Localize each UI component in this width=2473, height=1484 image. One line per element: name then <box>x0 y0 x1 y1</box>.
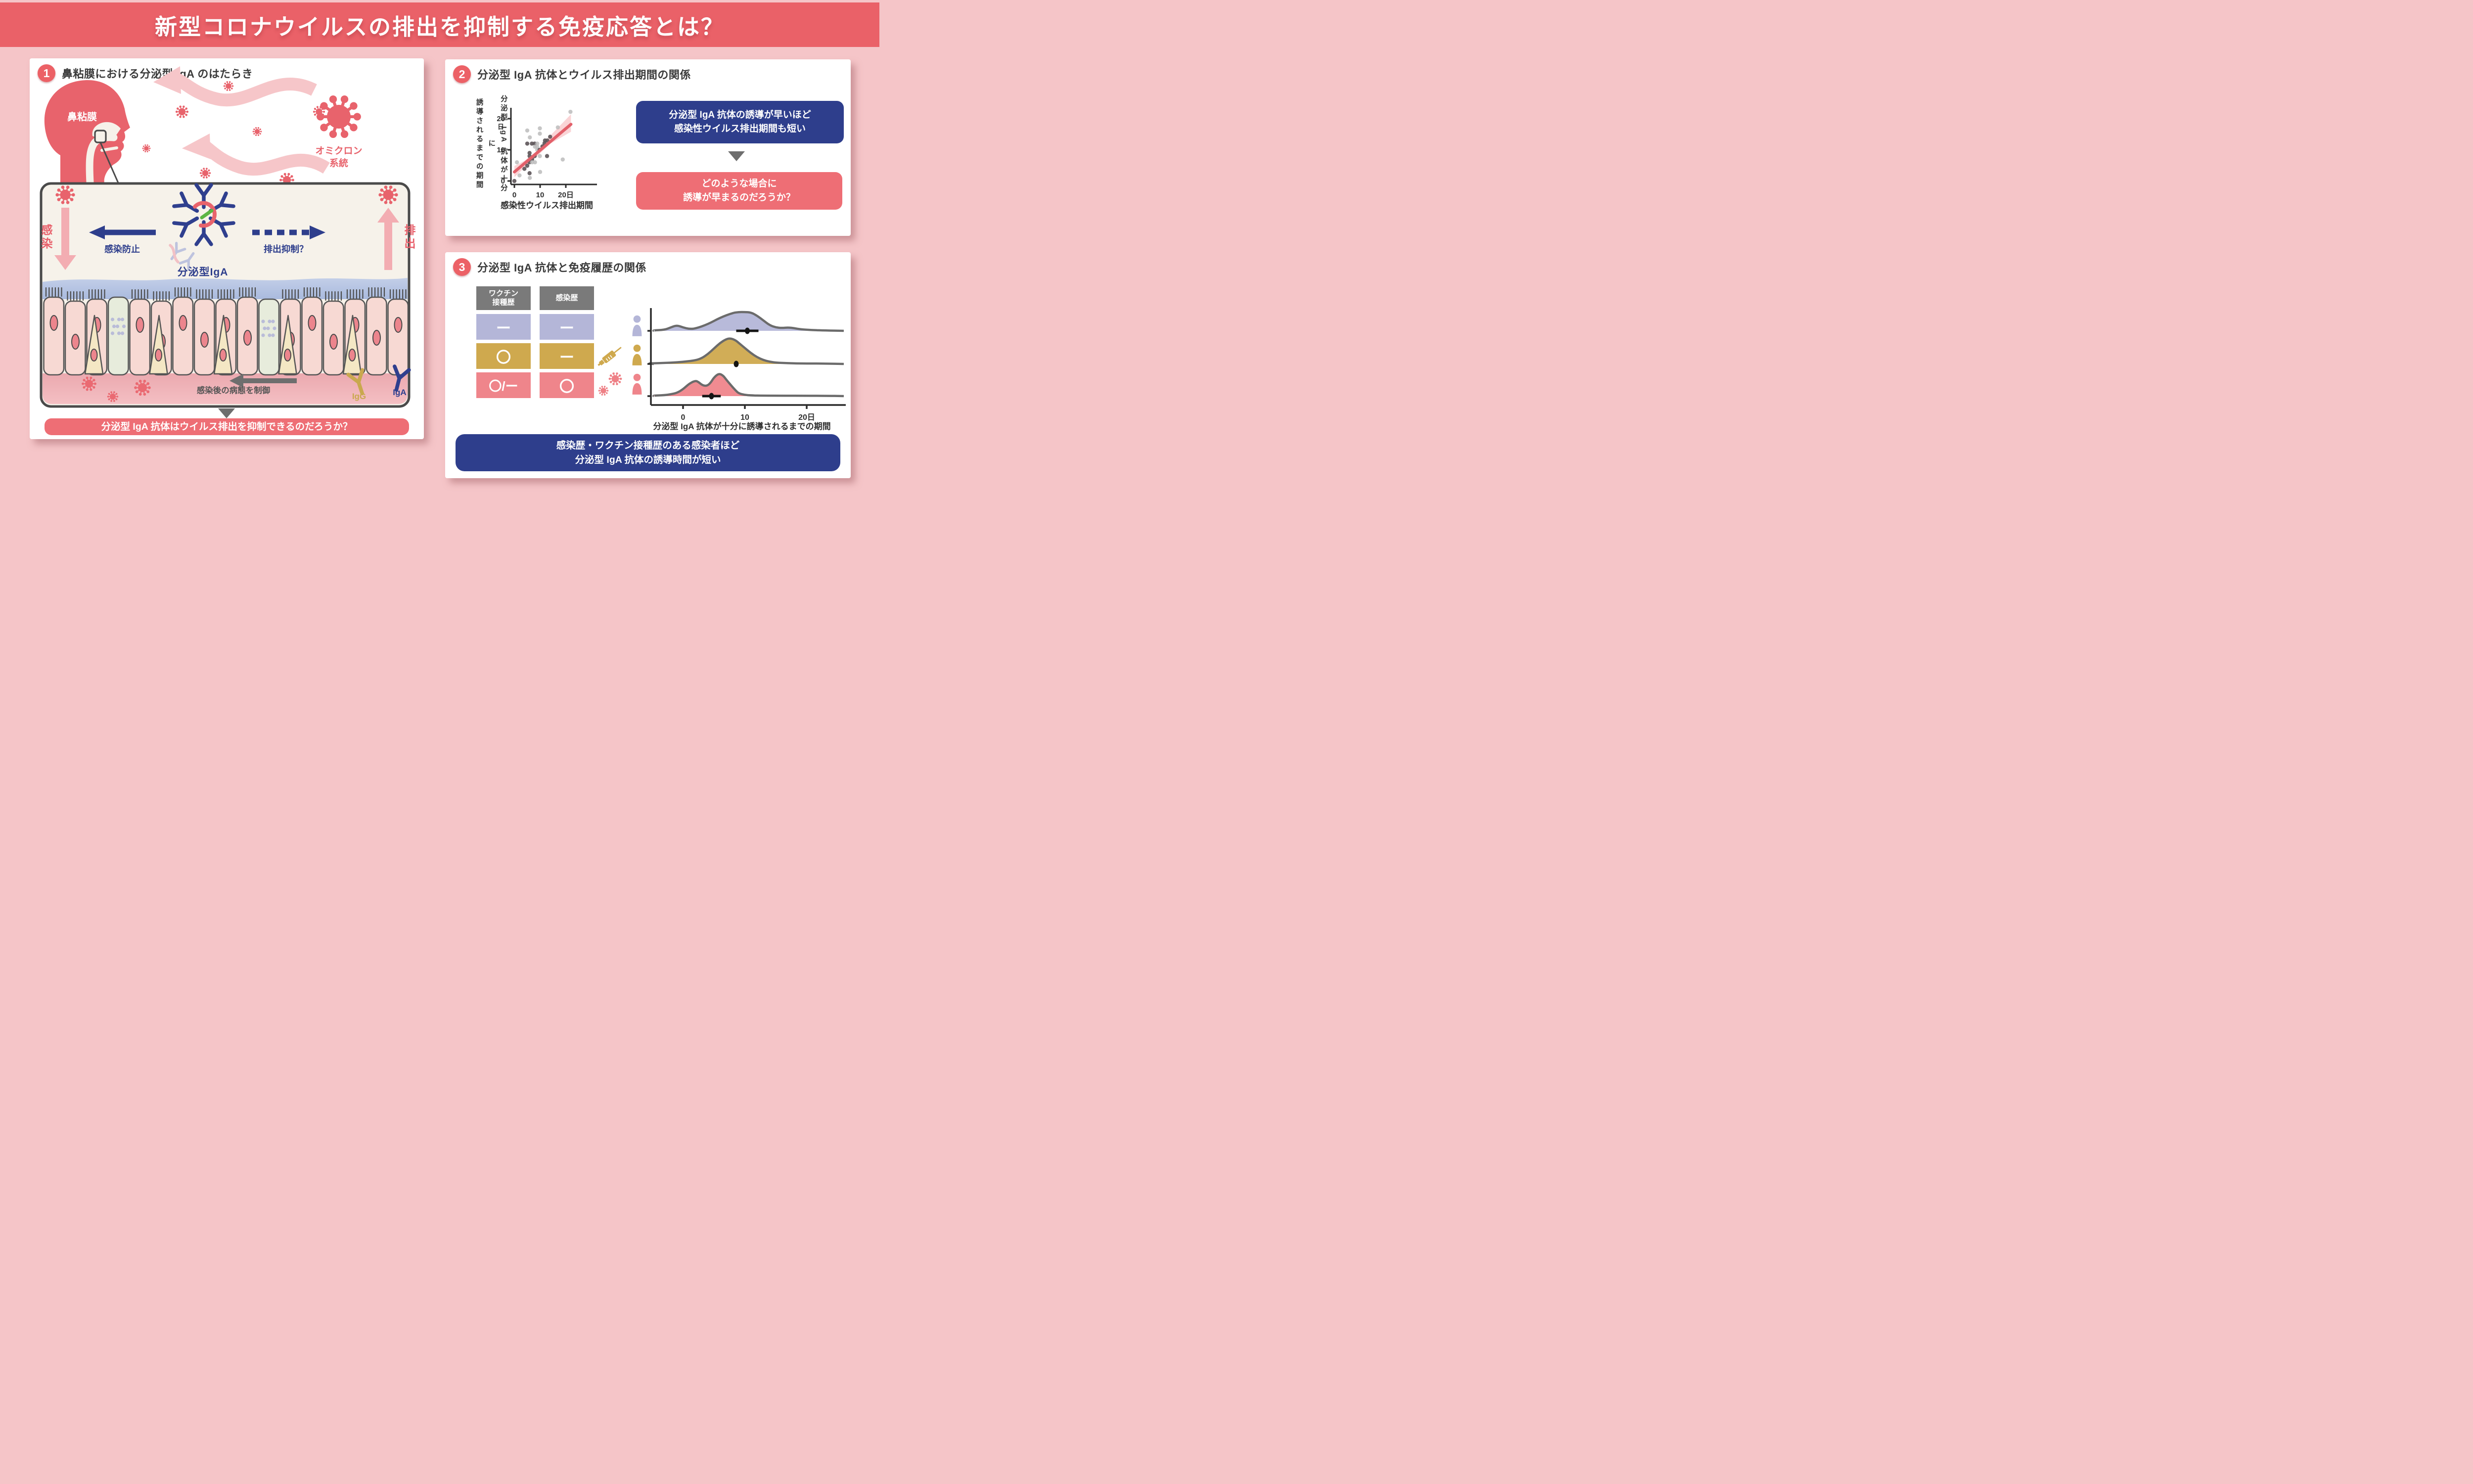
epithelium-cells <box>43 287 409 376</box>
panel2-question-box: どのような場合に 誘導が早まるのだろうか？ <box>636 172 842 210</box>
main-title: 新型コロナウイルスの排出を抑制する免疫応答とは？ <box>154 14 725 40</box>
post-infection-control-label: 感染後の病態を制御 <box>196 386 271 395</box>
finding-line1: 分泌型 IgA 抗体の誘導が早いほど <box>669 110 811 121</box>
faded-iga-icon <box>168 243 198 270</box>
panel1-down-triangle <box>218 408 235 418</box>
svg-text:0: 0 <box>501 177 505 185</box>
panel-iga-vs-immune-history: 3 分泌型 IgA 抗体と免疫履歴の関係 ワクチン 接種歴 感染歴 ー ー 〇 … <box>445 252 851 478</box>
shedding-label: 排出 <box>403 224 415 251</box>
svg-text:20日: 20日 <box>558 191 574 199</box>
panel-nasal-iga: 1 鼻粘膜における分泌型 IgA のはたらき <box>30 58 424 439</box>
density-ridge <box>652 311 844 332</box>
table-row1-infection-cell: ー <box>540 314 594 340</box>
swoosh-arrowhead-top <box>153 66 181 94</box>
zoom-leader-line <box>99 142 120 184</box>
svg-text:20: 20 <box>497 115 505 123</box>
panel1-heading: 鼻粘膜における分泌型 IgA のはたらき <box>62 68 253 80</box>
person-vaccinated-icon <box>632 344 642 365</box>
title-bar: 新型コロナウイルスの排出を抑制する免疫応答とは？ <box>0 2 879 47</box>
omicron-label-line1: オミクロン <box>315 146 363 156</box>
table-row3-vaccine-cell: 〇/ー <box>476 372 531 398</box>
table-row3-infection-cell: 〇 <box>540 372 594 398</box>
density-ridge <box>652 373 844 398</box>
panel1-number-badge: 1 <box>38 64 55 82</box>
ridge-x-axis-label: 分泌型 IgA 抗体が十分に誘導されるまでの期間 <box>653 422 831 431</box>
infection-virus-icons <box>598 372 623 396</box>
mucosa-zoom-box <box>40 182 409 408</box>
finding-line2: 感染性ウイルス排出期間も短い <box>674 124 806 134</box>
iga-induction-ridgeline-plot: 0 10 20日 <box>647 308 846 422</box>
panel3-conclusion-banner: 感染歴・ワクチン接種歴のある感染者ほど 分泌型 IgA 抗体の誘導時間が短い <box>456 434 840 471</box>
svg-text:0: 0 <box>512 191 516 199</box>
question-line1: どのような場合に <box>701 179 777 189</box>
svg-text:日: 日 <box>498 123 504 131</box>
shedding-up-arrow <box>377 208 399 270</box>
panel-iga-vs-shedding: 2 分泌型 IgA 抗体とウイルス排出期間の関係 分泌型 IgA 抗体が十分に … <box>445 59 851 236</box>
table-row2-vaccine-cell: 〇 <box>476 343 531 369</box>
panel3-number-badge: 3 <box>453 258 471 276</box>
density-ridge <box>648 337 844 365</box>
person-infected-icon <box>632 373 642 395</box>
scatter-y-axis-label: 分泌型 IgA 抗体が十分に 誘導されるまでの期間 <box>475 95 507 193</box>
igg-label: IgG <box>352 392 366 401</box>
svg-text:20日: 20日 <box>798 413 815 422</box>
shedding-suppression-label: 排出抑制？ <box>264 244 308 254</box>
column-header-infection-history: 感染歴 <box>540 286 594 310</box>
svg-text:10: 10 <box>497 146 505 154</box>
person-naive-icon <box>632 315 642 336</box>
infection-down-arrow <box>54 208 76 270</box>
panel2-header: 2 分泌型 IgA 抗体とウイルス排出期間の関係 <box>453 65 691 83</box>
panel1-header: 1 鼻粘膜における分泌型 IgA のはたらき <box>38 64 253 82</box>
trend-line <box>513 123 573 174</box>
question-line2: 誘導が早まるのだろうか？ <box>683 192 795 203</box>
panel3-header: 3 分泌型 IgA 抗体と免疫履歴の関係 <box>453 258 646 276</box>
immune-history-icons <box>595 315 642 396</box>
nasal-mucosa-label: 鼻粘膜 <box>67 112 97 123</box>
median-dot <box>733 360 739 367</box>
svg-text:0: 0 <box>681 413 686 422</box>
panel2-finding-box: 分泌型 IgA 抗体の誘導が早いほど 感染性ウイルス排出期間も短い <box>636 101 844 143</box>
column-header-vaccine-history: ワクチン 接種歴 <box>476 286 531 310</box>
infection-label: 感染 <box>40 224 52 251</box>
omicron-label-line2: 系統 <box>329 158 348 169</box>
iga-label: IgA <box>393 388 407 397</box>
table-row1-vaccine-cell: ー <box>476 314 531 340</box>
scatter-x-axis-label: 感染性ウイルス排出期間 <box>501 200 593 210</box>
table-row2-infection-cell: ー <box>540 343 594 369</box>
panel2-down-triangle <box>728 151 745 161</box>
conclusion-line1: 感染歴・ワクチン接種歴のある感染者ほど <box>556 440 740 451</box>
secretory-iga-label: 分泌型IgA <box>177 267 229 278</box>
median-dot <box>709 393 714 400</box>
secretory-iga-complex-icon <box>174 185 233 244</box>
tissue-layer <box>43 373 408 404</box>
median-dot <box>745 327 750 334</box>
infection-prevention-label: 感染防止 <box>104 244 140 254</box>
swoosh-arrowhead-bottom <box>182 134 211 159</box>
inhaled-virus-arrows <box>142 66 330 188</box>
conclusion-line2: 分泌型 IgA 抗体の誘導時間が短い <box>575 454 721 465</box>
head-silhouette-icon <box>44 80 130 186</box>
nasal-mucosa-illustration <box>40 66 424 408</box>
mucus-layer <box>43 278 408 299</box>
panel3-heading: 分泌型 IgA 抗体と免疫履歴の関係 <box>477 262 646 274</box>
panel2-number-badge: 2 <box>453 65 471 83</box>
svg-text:10: 10 <box>740 413 749 422</box>
svg-text:10: 10 <box>536 191 545 199</box>
panel2-heading: 分泌型 IgA 抗体とウイルス排出期間の関係 <box>477 69 691 81</box>
panel1-question-banner: 分泌型 IgA 抗体はウイルス排出を抑制できるのだろうか？ <box>45 418 409 435</box>
omicron-virus-icon <box>317 95 361 138</box>
syringe-icon <box>595 344 624 369</box>
panel1-question-text: 分泌型 IgA 抗体はウイルス排出を抑制できるのだろうか？ <box>101 421 353 432</box>
